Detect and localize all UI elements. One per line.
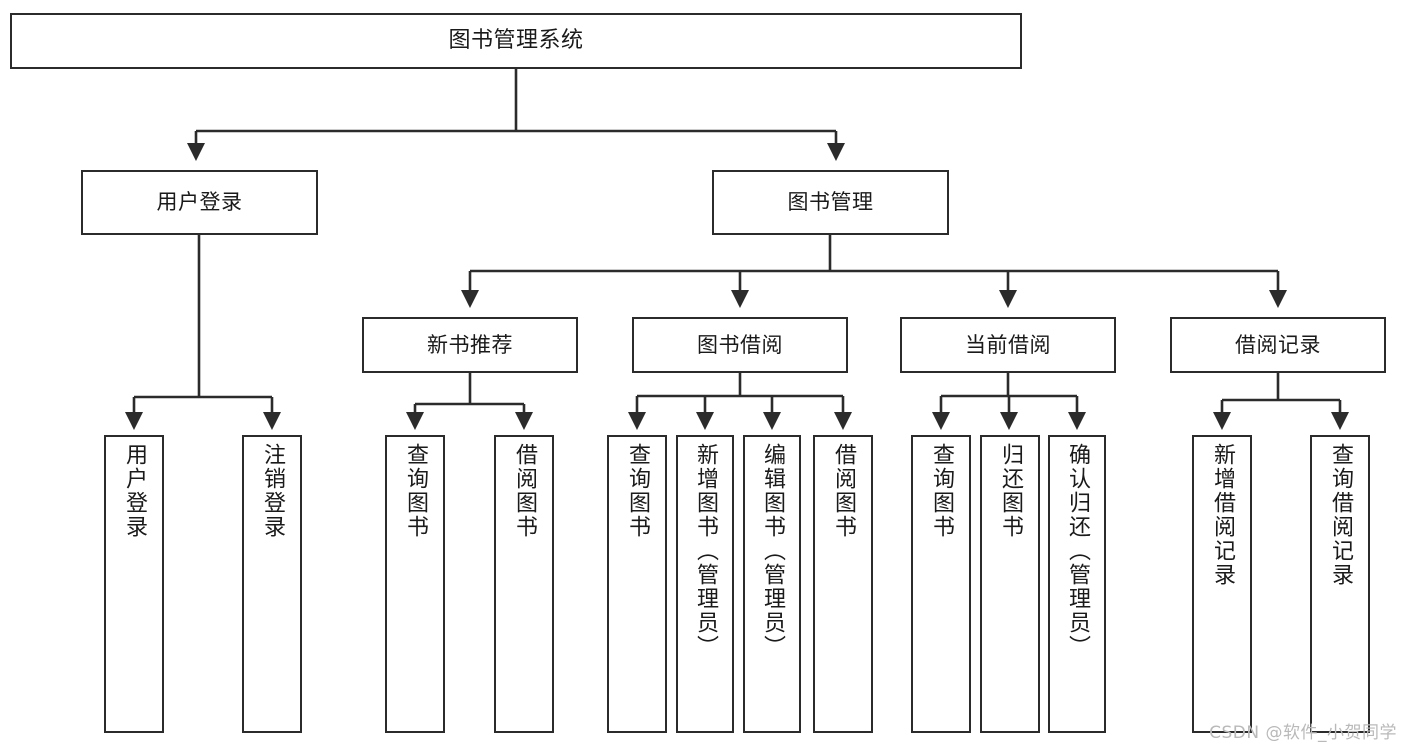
node-user-login[interactable]: 用户登录 bbox=[81, 170, 318, 235]
node-leaf-query-book-3[interactable]: 查询图书 bbox=[911, 435, 971, 733]
node-leaf-confirm-return-label: 确认归还（管理员） bbox=[1065, 443, 1090, 659]
node-root[interactable]: 图书管理系统 bbox=[10, 13, 1022, 69]
node-borrow-record[interactable]: 借阅记录 bbox=[1170, 317, 1386, 373]
node-leaf-confirm-return[interactable]: 确认归还（管理员） bbox=[1048, 435, 1106, 733]
node-leaf-borrow-book-2[interactable]: 借阅图书 bbox=[813, 435, 873, 733]
node-leaf-add-record[interactable]: 新增借阅记录 bbox=[1192, 435, 1252, 733]
node-leaf-add-book-label: 新增图书（管理员） bbox=[693, 443, 718, 659]
node-root-label: 图书管理系统 bbox=[448, 28, 584, 54]
node-book-borrow[interactable]: 图书借阅 bbox=[632, 317, 848, 373]
node-leaf-query-book-2[interactable]: 查询图书 bbox=[607, 435, 667, 733]
node-leaf-edit-book[interactable]: 编辑图书（管理员） bbox=[743, 435, 801, 733]
node-leaf-query-book-1[interactable]: 查询图书 bbox=[385, 435, 445, 733]
node-leaf-add-record-label: 新增借阅记录 bbox=[1210, 443, 1235, 587]
node-new-book-recommend[interactable]: 新书推荐 bbox=[362, 317, 578, 373]
node-leaf-borrow-book-1-label: 借阅图书 bbox=[512, 443, 537, 539]
node-current-borrow-label: 当前借阅 bbox=[965, 332, 1051, 357]
node-leaf-user-login[interactable]: 用户登录 bbox=[104, 435, 164, 733]
node-new-book-recommend-label: 新书推荐 bbox=[427, 332, 513, 357]
node-borrow-record-label: 借阅记录 bbox=[1235, 332, 1321, 357]
node-book-manage[interactable]: 图书管理 bbox=[712, 170, 949, 235]
node-leaf-query-record-label: 查询借阅记录 bbox=[1328, 443, 1353, 587]
node-leaf-borrow-book-2-label: 借阅图书 bbox=[831, 443, 856, 539]
node-leaf-query-book-1-label: 查询图书 bbox=[403, 443, 428, 539]
node-leaf-query-book-2-label: 查询图书 bbox=[625, 443, 650, 539]
node-current-borrow[interactable]: 当前借阅 bbox=[900, 317, 1116, 373]
node-leaf-user-logout[interactable]: 注销登录 bbox=[242, 435, 302, 733]
node-leaf-query-book-3-label: 查询图书 bbox=[929, 443, 954, 539]
node-book-borrow-label: 图书借阅 bbox=[697, 332, 783, 357]
node-leaf-return-book-label: 归还图书 bbox=[998, 443, 1023, 539]
node-leaf-return-book[interactable]: 归还图书 bbox=[980, 435, 1040, 733]
node-book-manage-label: 图书管理 bbox=[787, 190, 874, 215]
node-leaf-query-record[interactable]: 查询借阅记录 bbox=[1310, 435, 1370, 733]
node-user-login-label: 用户登录 bbox=[156, 190, 243, 215]
node-leaf-edit-book-label: 编辑图书（管理员） bbox=[760, 443, 785, 659]
node-leaf-user-login-label: 用户登录 bbox=[122, 443, 147, 539]
node-leaf-borrow-book-1[interactable]: 借阅图书 bbox=[494, 435, 554, 733]
node-leaf-user-logout-label: 注销登录 bbox=[260, 443, 285, 539]
node-leaf-add-book[interactable]: 新增图书（管理员） bbox=[676, 435, 734, 733]
